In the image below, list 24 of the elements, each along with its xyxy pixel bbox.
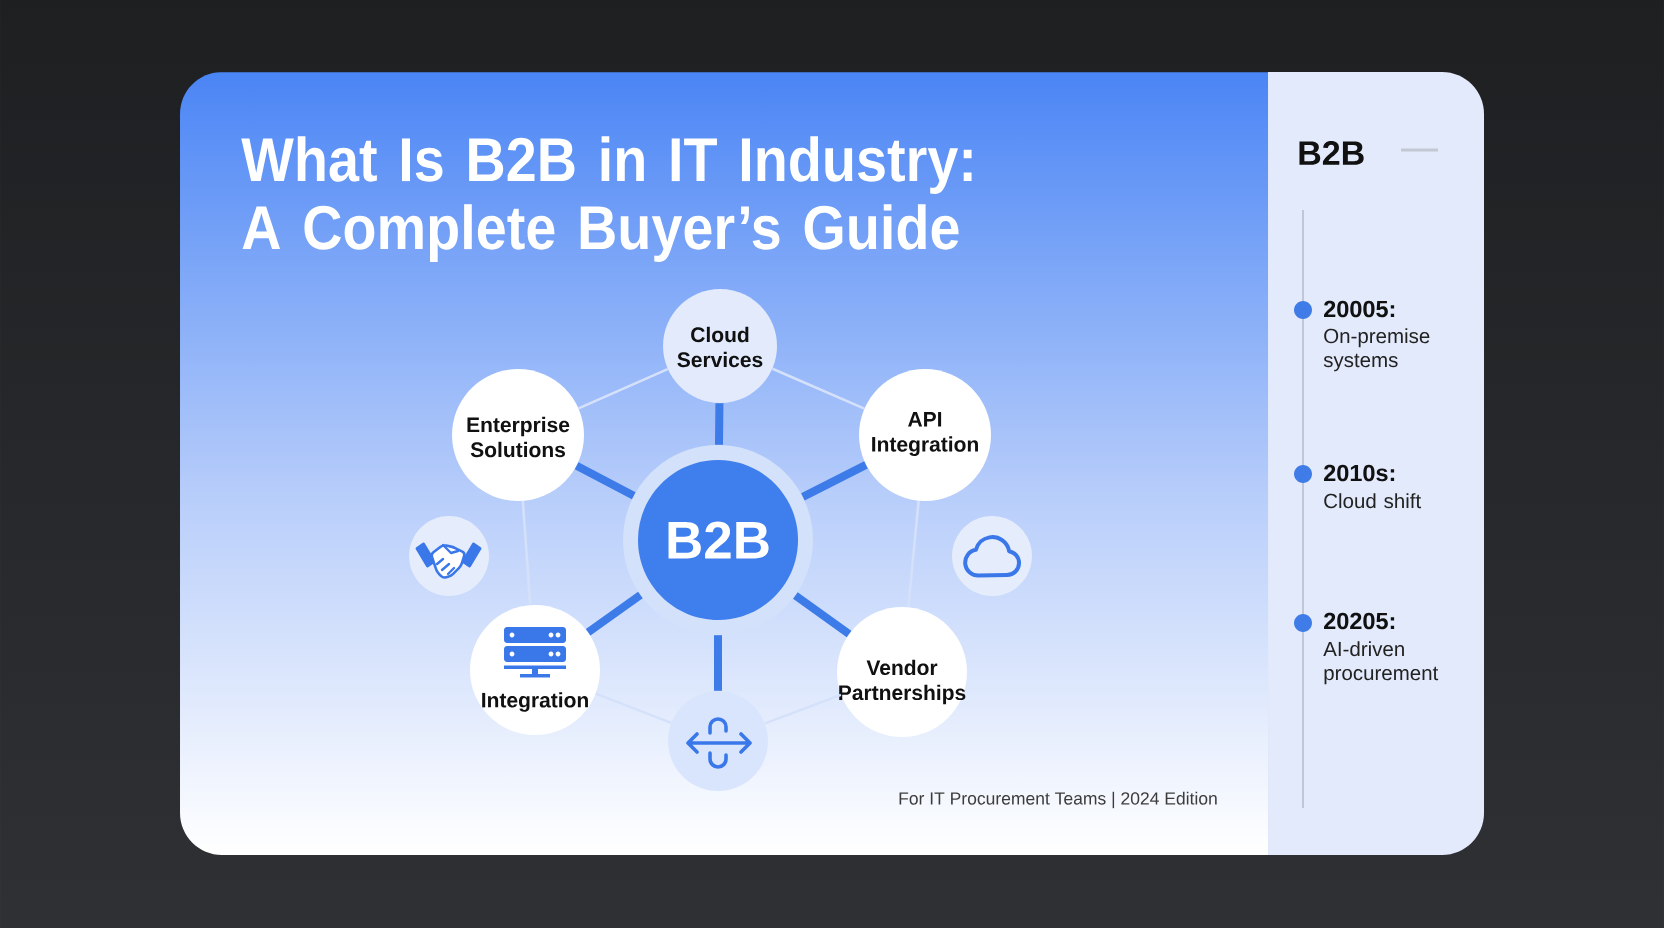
connector-line xyxy=(585,591,643,636)
timeline-text: AI-driven procurement xyxy=(1323,641,1439,685)
circle-node: API Integration xyxy=(859,369,991,501)
connector-line xyxy=(521,500,532,606)
connector-line xyxy=(764,693,842,725)
circle-node: Vendor Partnerships xyxy=(837,607,967,737)
timeline-year: 20005: xyxy=(1324,300,1395,318)
timeline-year: 2010s: xyxy=(1324,464,1395,482)
circle-node: Enterprise Solutions xyxy=(452,369,584,501)
connector-line xyxy=(801,461,868,501)
connector-line xyxy=(907,500,920,608)
connector-line xyxy=(574,462,636,500)
circle-node: Cloud Services xyxy=(663,289,777,403)
connector-line xyxy=(771,367,865,410)
title: What Is B2B in IT Industry: A Complete Buyer’s Guide xyxy=(241,136,972,262)
timeline-year: 20205: xyxy=(1324,612,1395,630)
connector-line xyxy=(595,692,672,724)
panel-heading: B2B xyxy=(1299,141,1364,165)
connector-line xyxy=(793,592,852,638)
timeline-text: On-premise systems xyxy=(1323,328,1430,372)
node-label: B2B xyxy=(668,521,769,559)
footer-text: For IT Procurement Teams | 2024 Edition xyxy=(899,791,1217,809)
connector-line xyxy=(578,367,669,410)
timeline-text: Cloud shift xyxy=(1324,493,1422,509)
